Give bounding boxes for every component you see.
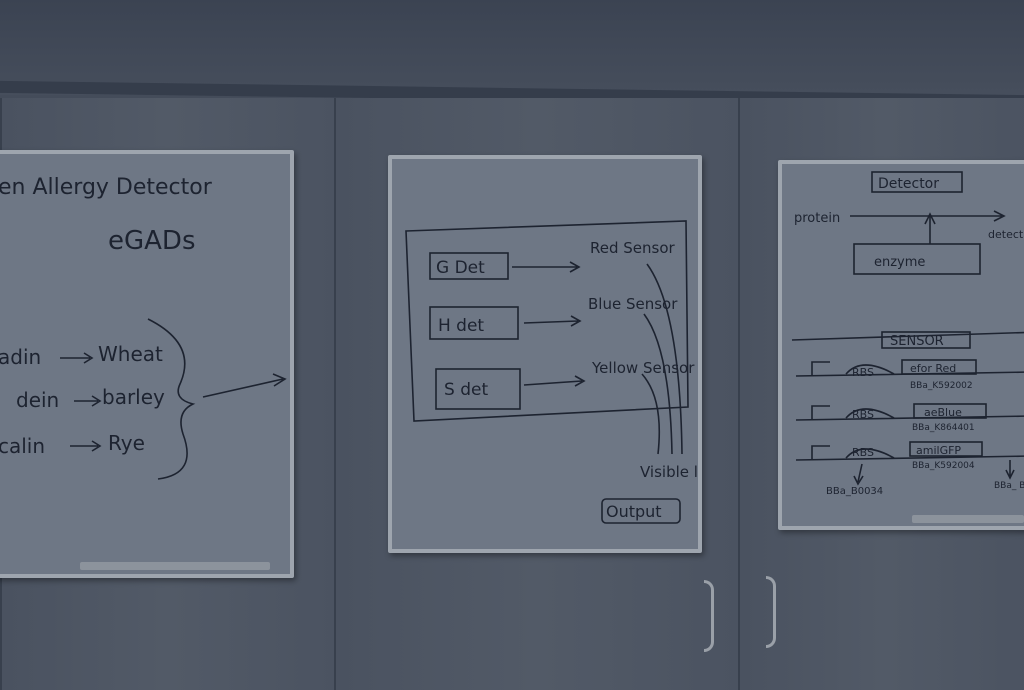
cabinet-handle-left[interactable] <box>704 580 714 652</box>
enzyme-arrow <box>924 212 936 244</box>
mapping-arrow-2 <box>74 395 102 407</box>
allergy-detector-title: en Allergy Detector <box>0 175 213 200</box>
gene-label-3: amilGFP <box>916 444 961 457</box>
whiteboard-middle: G Det Red Sensor H det Blue Sensor S det… <box>388 155 702 553</box>
gene-label-1: efor Red <box>910 362 956 375</box>
label-yellow-sensor: Yellow Sensor <box>591 359 695 377</box>
label-sensor: SENSOR <box>890 334 944 349</box>
construct-line-2 <box>795 405 1024 421</box>
label-b0015: BBa_ B0015 <box>994 481 1024 491</box>
wall <box>0 0 1024 95</box>
arrow-g <box>512 261 581 273</box>
box-h-det <box>429 306 519 340</box>
label-detector: Detector <box>878 176 939 192</box>
mapping-source-2: dein <box>16 388 59 412</box>
brace-arrow <box>202 373 287 398</box>
box-detector <box>871 171 963 193</box>
gene-box-1 <box>901 359 977 375</box>
mapping-target-2: barley <box>102 385 165 409</box>
arrow-s <box>523 375 586 387</box>
part-label-3: BBa_K592004 <box>912 461 975 471</box>
label-enzyme: enzyme <box>874 255 925 270</box>
protein-arrow <box>850 210 1006 222</box>
whiteboard-right-drawing: Detector protein enzyme detectab by prod… <box>791 171 1024 497</box>
cabinet-handle-right[interactable] <box>766 576 776 648</box>
label-visible-light: Visible light <box>640 463 698 481</box>
mapping-source-3: calin <box>0 434 45 458</box>
label-g-det: G Det <box>436 258 485 278</box>
whiteboard-right: Detector protein enzyme detectab by prod… <box>778 160 1024 530</box>
sensor-frame <box>405 220 689 422</box>
label-red-sensor: Red Sensor <box>590 239 676 257</box>
mapping-target-1: Wheat <box>98 342 163 366</box>
box-enzyme <box>853 243 981 275</box>
whiteboard-left-drawing: en Allergy Detector eGADs adin Wheat dei… <box>0 175 287 480</box>
box-sensor <box>881 331 971 349</box>
part-label-2: BBa_K864401 <box>912 423 975 433</box>
label-detectable: detectab by product <box>988 228 1024 241</box>
gene-box-3 <box>909 441 983 457</box>
egads-title: eGADs <box>108 226 196 256</box>
divider-line <box>791 331 1024 341</box>
curly-brace <box>147 318 196 480</box>
label-s-det: S det <box>444 380 488 400</box>
whiteboard-middle-drawing: G Det Red Sensor H det Blue Sensor S det… <box>405 220 698 524</box>
label-protein: protein <box>794 211 840 226</box>
label-b0034: BBa_B0034 <box>826 486 883 497</box>
rbs-shape-2 <box>845 408 895 419</box>
rbs-label-2: RBS <box>852 408 874 421</box>
label-blue-sensor: Blue Sensor <box>588 295 678 313</box>
construct-line-3 <box>795 445 1024 461</box>
label-output: Output <box>606 502 662 521</box>
part-label-1: BBa_K592002 <box>910 381 973 391</box>
rbs-shape-1 <box>845 364 895 375</box>
converging-arrows <box>641 263 683 455</box>
gene-label-2: aeBlue <box>924 406 962 419</box>
marker-tray-right <box>912 515 1024 523</box>
rbs-label-3: RBS <box>852 446 874 459</box>
box-g-det <box>429 252 509 280</box>
marker-tray-left <box>80 562 270 570</box>
whiteboard-left: en Allergy Detector eGADs adin Wheat dei… <box>0 150 294 578</box>
mapping-source-1: adin <box>0 345 41 369</box>
down-arrow-term <box>1005 460 1015 480</box>
gene-box-2 <box>913 403 987 419</box>
mapping-arrow-1 <box>60 352 94 364</box>
down-arrow-rbs <box>853 463 864 486</box>
label-h-det: H det <box>438 316 484 336</box>
rbs-label-1: RBS <box>852 366 874 379</box>
mapping-target-3: Rye <box>108 431 145 455</box>
box-output <box>601 498 681 524</box>
arrow-h <box>523 315 582 327</box>
box-s-det <box>435 368 521 410</box>
rbs-shape-3 <box>845 448 895 459</box>
mapping-arrow-3 <box>70 440 102 452</box>
